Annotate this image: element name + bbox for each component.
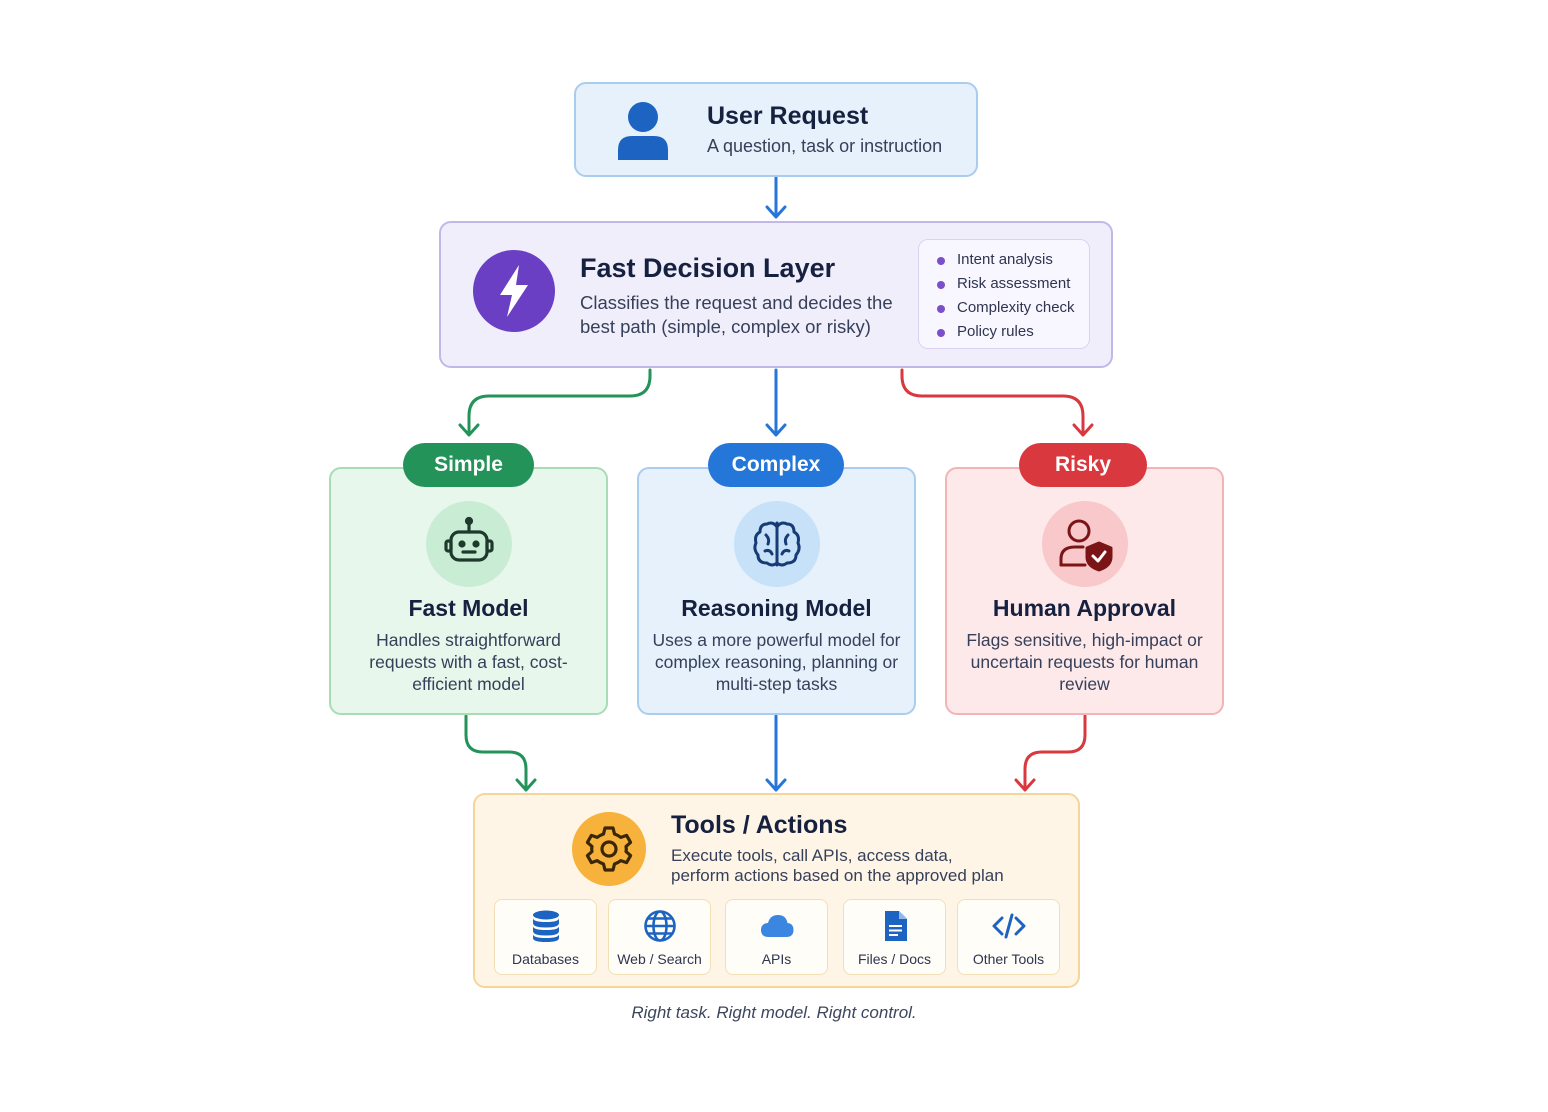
arrow-decision-to-simple <box>467 368 652 436</box>
risky-tag: Risky <box>1019 443 1147 487</box>
tool-files-docs: Files / Docs <box>843 899 946 975</box>
tagline: Right task. Right model. Right control. <box>631 1003 917 1022</box>
lightning-icon <box>473 250 555 332</box>
user-icon <box>618 102 668 160</box>
tool-label: Databases <box>512 951 579 967</box>
simple-tag: Simple <box>403 443 534 487</box>
complex-tag: Complex <box>708 443 844 487</box>
user-shield-icon <box>1041 501 1128 587</box>
tools-subtitle: Execute tools, call APIs, access data, p… <box>671 846 1004 885</box>
check-item: Policy rules <box>935 320 1089 344</box>
database-icon <box>532 910 559 942</box>
arrow-decision-to-risky <box>900 368 1085 436</box>
decision-layer-card: Fast Decision Layer Classifies the reque… <box>439 221 1113 368</box>
tool-apis: APIs <box>725 899 828 975</box>
user-request-subtitle: A question, task or instruction <box>707 136 943 156</box>
check-item: Risk assessment <box>935 272 1089 296</box>
document-icon <box>884 911 907 941</box>
simple-branch-card: Fast Model Handles straightforward reque… <box>329 467 608 715</box>
simple-branch-title: Fast Model <box>408 595 529 621</box>
decision-layer-subtitle: Classifies the request and decides the b… <box>580 292 893 337</box>
tool-label: Other Tools <box>972 951 1045 967</box>
arrow-risky-to-tools <box>1023 714 1087 791</box>
tool-web-search: Web / Search <box>608 899 711 975</box>
tool-label: APIs <box>761 951 792 967</box>
decision-checks-list: Intent analysis Risk assessment Complexi… <box>918 239 1090 349</box>
globe-icon <box>643 910 676 942</box>
risky-branch-title: Human Approval <box>992 595 1177 621</box>
tool-label: Web / Search <box>617 951 702 967</box>
user-request-title: User Request <box>707 102 869 130</box>
code-icon <box>992 913 1025 939</box>
tool-label: Files / Docs <box>857 951 932 967</box>
complex-branch-card: Reasoning Model Uses a more powerful mod… <box>637 467 916 715</box>
risky-branch-description: Flags sensitive, high-impact or uncertai… <box>966 630 1203 694</box>
arrow-simple-to-tools <box>464 714 528 791</box>
decision-layer-title: Fast Decision Layer <box>580 253 836 283</box>
complex-branch-description: Uses a more powerful model for complex r… <box>652 630 901 694</box>
complex-branch-title: Reasoning Model <box>681 595 872 621</box>
check-item: Complexity check <box>935 296 1089 320</box>
tool-other-tools: Other Tools <box>957 899 1060 975</box>
cloud-icon <box>760 915 793 937</box>
risky-branch-card: Human Approval Flags sensitive, high-imp… <box>945 467 1224 715</box>
robot-icon <box>425 501 512 587</box>
tool-databases: Databases <box>494 899 597 975</box>
tools-actions-card: Tools / Actions Execute tools, call APIs… <box>473 793 1080 988</box>
user-request-card: User Request A question, task or instruc… <box>574 82 978 177</box>
check-item: Intent analysis <box>935 248 1089 272</box>
gear-icon <box>572 812 646 886</box>
brain-icon <box>733 501 820 587</box>
simple-branch-description: Handles straightforward requests with a … <box>369 630 568 694</box>
tools-title: Tools / Actions <box>671 811 848 839</box>
